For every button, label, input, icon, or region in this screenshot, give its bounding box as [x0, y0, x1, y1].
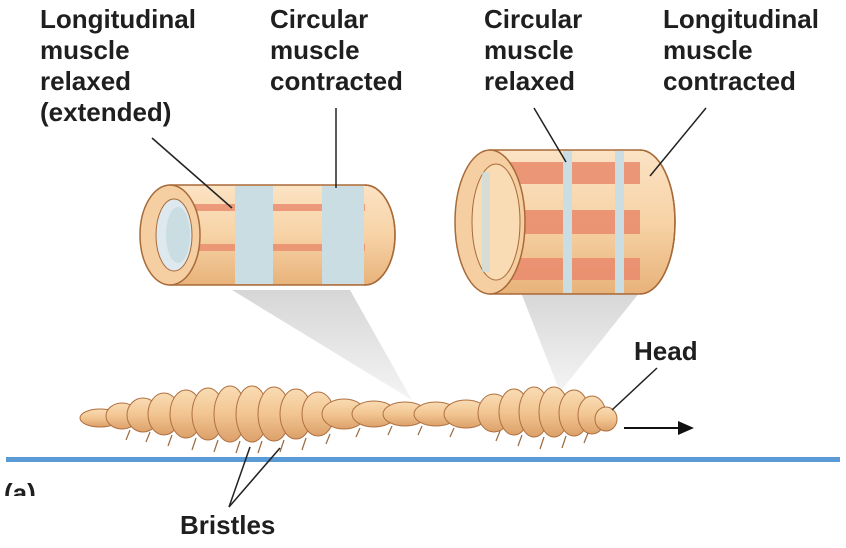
leader-bristles-2 — [229, 448, 280, 507]
ground-line — [6, 457, 840, 462]
left-zoom-cone — [232, 290, 412, 400]
label-bristles: Bristles — [180, 510, 275, 541]
right-muscle-segment — [455, 150, 675, 294]
label-panel: (a) — [4, 478, 36, 496]
left-muscle-segment — [140, 185, 395, 285]
leader-right-longitudinal — [650, 108, 706, 176]
label-right-longitudinal: Longitudinal muscle contracted — [663, 4, 819, 97]
label-right-circular: Circular muscle relaxed — [484, 4, 582, 97]
label-head: Head — [634, 336, 698, 367]
label-left-circular: Circular muscle contracted — [270, 4, 403, 97]
label-left-longitudinal: Longitudinal muscle relaxed (extended) — [40, 4, 196, 128]
right-arrow-icon — [624, 421, 694, 435]
right-zoom-cone — [520, 290, 640, 392]
earthworm — [80, 386, 617, 453]
leader-head — [612, 368, 657, 410]
leader-bristles-1 — [229, 447, 250, 507]
